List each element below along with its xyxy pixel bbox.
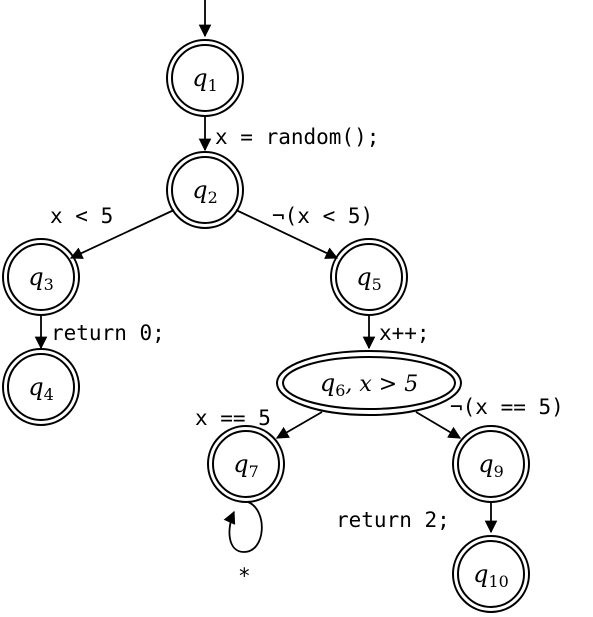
edge-label-q2-q5: ¬(x < 5) (272, 204, 373, 228)
state-q7-sub: 7 (249, 462, 259, 481)
edge-q2-q5 (235, 209, 339, 259)
edge-label-q6-q7: x == 5 (195, 406, 271, 430)
state-q2: q2 (166, 151, 244, 229)
svg-text:q5: q5 (356, 263, 382, 294)
state-q10-sub: 10 (489, 572, 509, 591)
state-q6-guard: , x > 5 (345, 372, 418, 397)
edge-q7-self-loop (223, 501, 263, 553)
edge-label-q1-q2: x = random(); (215, 125, 379, 149)
edge-label-q2-q3: x < 5 (50, 204, 113, 228)
state-q2-sub: 2 (208, 188, 218, 207)
state-q9-name: q (478, 450, 493, 478)
svg-text:q6, x > 5: q6, x > 5 (320, 369, 418, 400)
svg-text:q3: q3 (28, 263, 54, 294)
state-q10: q10 (452, 535, 530, 613)
state-q2-name: q (192, 176, 207, 204)
state-q1-name: q (192, 64, 207, 92)
state-q1-sub: 1 (208, 76, 218, 95)
svg-text:q4: q4 (28, 373, 54, 404)
state-q4-sub: 4 (44, 385, 54, 404)
edge-q6-q9 (415, 411, 462, 439)
state-q5: q5 (330, 238, 408, 316)
state-q9: q9 (452, 425, 530, 503)
state-q10-name: q (473, 560, 488, 588)
edge-label-q6-q9: ¬(x == 5) (450, 395, 564, 419)
state-q7: q7 (207, 425, 285, 503)
state-q6: q6, x > 5 (276, 350, 462, 416)
state-q3: q3 (2, 238, 80, 316)
state-q3-name: q (28, 263, 43, 291)
edge-q2-q3 (69, 209, 175, 259)
edge-label-q5-q6: x++; (379, 321, 430, 345)
edge-q6-q7 (275, 411, 323, 439)
svg-text:q9: q9 (478, 450, 504, 481)
state-q9-sub: 9 (494, 462, 504, 481)
edge-label-q3-q4: return 0; (51, 321, 165, 345)
svg-text:q7: q7 (233, 450, 259, 481)
svg-text:q1: q1 (192, 64, 218, 95)
state-q5-name: q (356, 263, 371, 291)
state-q4: q4 (2, 348, 80, 426)
state-q3-sub: 3 (44, 275, 54, 294)
edge-label-q9-q10: return 2; (336, 508, 450, 532)
edge-label-q7-loop: * (238, 564, 251, 588)
state-q4-name: q (28, 373, 43, 401)
state-q6-sub: 6 (335, 381, 345, 400)
svg-text:q10: q10 (473, 560, 509, 591)
state-q7-name: q (233, 450, 248, 478)
state-q1: q1 (166, 39, 244, 117)
state-q5-sub: 5 (372, 275, 382, 294)
state-q6-name: q (320, 369, 335, 397)
svg-text:q2: q2 (192, 176, 218, 207)
